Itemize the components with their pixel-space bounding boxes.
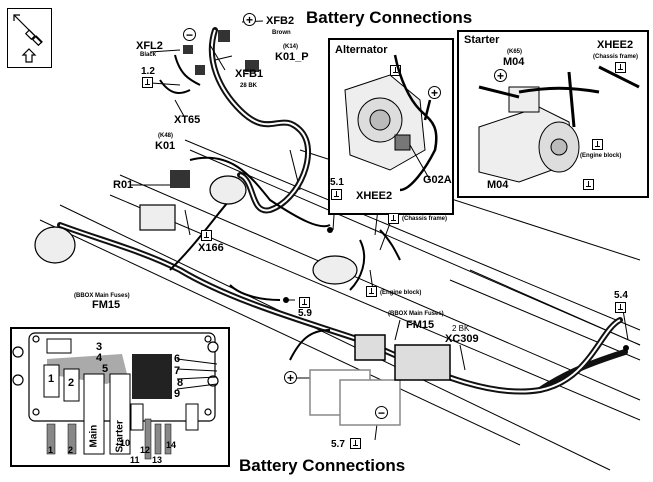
positive-terminal-icon: + bbox=[494, 69, 507, 82]
label-k01p-ref: (K14) bbox=[283, 44, 299, 50]
ground-icon bbox=[366, 286, 377, 297]
label-ground-5-9: 5.9 bbox=[298, 308, 312, 319]
alternator-illustration bbox=[344, 54, 438, 192]
cable-label-main: Main bbox=[88, 424, 100, 448]
label-fm15-ref: (BBOX Main Fuses) bbox=[388, 311, 444, 317]
terminal-label-11: 11 bbox=[130, 455, 140, 465]
battery-positive-icon: + bbox=[284, 371, 297, 384]
label-k01: K01 bbox=[155, 140, 176, 152]
label-m04-top: M04 bbox=[503, 56, 525, 68]
ground-icon bbox=[583, 179, 594, 190]
ground-icon bbox=[592, 139, 603, 150]
terminal-label-12: 12 bbox=[140, 445, 151, 455]
fuse-box-inset: 1 2 3 4 5 6 7 8 9 Main Starter 1 2 10 11… bbox=[10, 327, 230, 467]
label-xfb1: XFB1 bbox=[235, 68, 264, 80]
ground-icon bbox=[201, 230, 212, 241]
label-xfb1-wire: 28 BK bbox=[240, 83, 258, 89]
terminal-label-14: 14 bbox=[166, 440, 177, 450]
ground-icon bbox=[142, 77, 153, 88]
label-fm15-inset-ref: (BBOX Main Fuses) bbox=[74, 293, 130, 299]
label-fm15: FM15 bbox=[406, 319, 435, 331]
ground-icon bbox=[299, 297, 310, 308]
label-g02a: G02A bbox=[423, 174, 452, 186]
battery-negative-icon: − bbox=[375, 406, 388, 419]
alternator-inset: Alternator + G02A bbox=[328, 38, 454, 215]
title-bottom: Battery Connections bbox=[239, 456, 406, 475]
label-xc309: XC309 bbox=[445, 333, 479, 345]
label-xc309-wire: 2 BK bbox=[452, 324, 470, 333]
label-engine-block-inset: (Engine block) bbox=[580, 153, 622, 159]
terminal-label-2: 2 bbox=[68, 445, 74, 455]
orientation-icon-box bbox=[7, 8, 52, 68]
starter-illustration bbox=[478, 65, 640, 183]
ground-icon bbox=[388, 213, 399, 224]
vehicle-orientation-arrow-icon bbox=[13, 14, 43, 63]
fuse-number-5: 5 bbox=[102, 363, 109, 375]
label-chassis-frame-inset: (Chassis frame) bbox=[593, 54, 639, 60]
label-xfl2: XFL2 bbox=[136, 40, 163, 52]
fuse-slot-1: 1 bbox=[48, 373, 55, 385]
fuse-number-8: 8 bbox=[177, 377, 184, 389]
label-k01-ref: (K48) bbox=[158, 133, 174, 139]
label-ground-5-7: 5.7 bbox=[331, 439, 345, 450]
starter-inset: Starter + (K65) M04 XHEE2 (Chassis frame… bbox=[457, 30, 649, 198]
fuse-number-9: 9 bbox=[174, 388, 181, 400]
fuse-number-4: 4 bbox=[96, 352, 103, 364]
fuse-number-7: 7 bbox=[174, 365, 181, 377]
label-m04-ref: (K65) bbox=[507, 49, 523, 55]
label-chassis-frame: (Chassis frame) bbox=[402, 216, 448, 222]
ground-icon bbox=[390, 65, 401, 76]
label-xfl2-color: Black bbox=[140, 52, 157, 58]
label-xfb2-color: Brown bbox=[272, 30, 291, 36]
fuse-slot-2: 2 bbox=[68, 377, 75, 389]
label-r01: R01 bbox=[113, 179, 134, 191]
fuse-number-3: 3 bbox=[96, 341, 103, 353]
title-top: Battery Connections bbox=[306, 8, 473, 27]
ground-icon bbox=[615, 62, 626, 73]
label-engine-block: (Engine block) bbox=[380, 290, 422, 296]
ground-icon bbox=[331, 189, 342, 200]
label-fm15-inset: FM15 bbox=[92, 299, 121, 311]
ground-icon bbox=[615, 302, 626, 313]
ground-icon bbox=[350, 438, 361, 449]
label-xhee2: XHEE2 bbox=[356, 190, 393, 202]
label-m04-bottom: M04 bbox=[487, 179, 509, 191]
fuse-number-6: 6 bbox=[174, 353, 181, 365]
terminal-label-10: 10 bbox=[120, 438, 131, 448]
starter-inset-title: Starter bbox=[464, 34, 500, 46]
label-ground-5-1: 5.1 bbox=[330, 177, 344, 188]
label-ground-5-4: 5.4 bbox=[614, 290, 628, 301]
label-ground-1-2: 1.2 bbox=[141, 66, 155, 77]
negative-terminal-icon: − bbox=[183, 28, 196, 41]
alternator-inset-title: Alternator bbox=[335, 44, 388, 56]
label-x166: X166 bbox=[198, 242, 224, 254]
label-k01p: K01_P bbox=[275, 51, 309, 63]
terminal-label-1: 1 bbox=[48, 445, 54, 455]
positive-terminal-icon: + bbox=[428, 86, 441, 99]
label-xhee2-inset: XHEE2 bbox=[597, 39, 634, 51]
fuse-box-illustration bbox=[12, 332, 219, 460]
label-xt65: XT65 bbox=[174, 114, 201, 126]
positive-terminal-icon: + bbox=[243, 13, 256, 26]
terminal-label-13: 13 bbox=[152, 455, 163, 465]
label-xfb2: XFB2 bbox=[266, 15, 295, 27]
